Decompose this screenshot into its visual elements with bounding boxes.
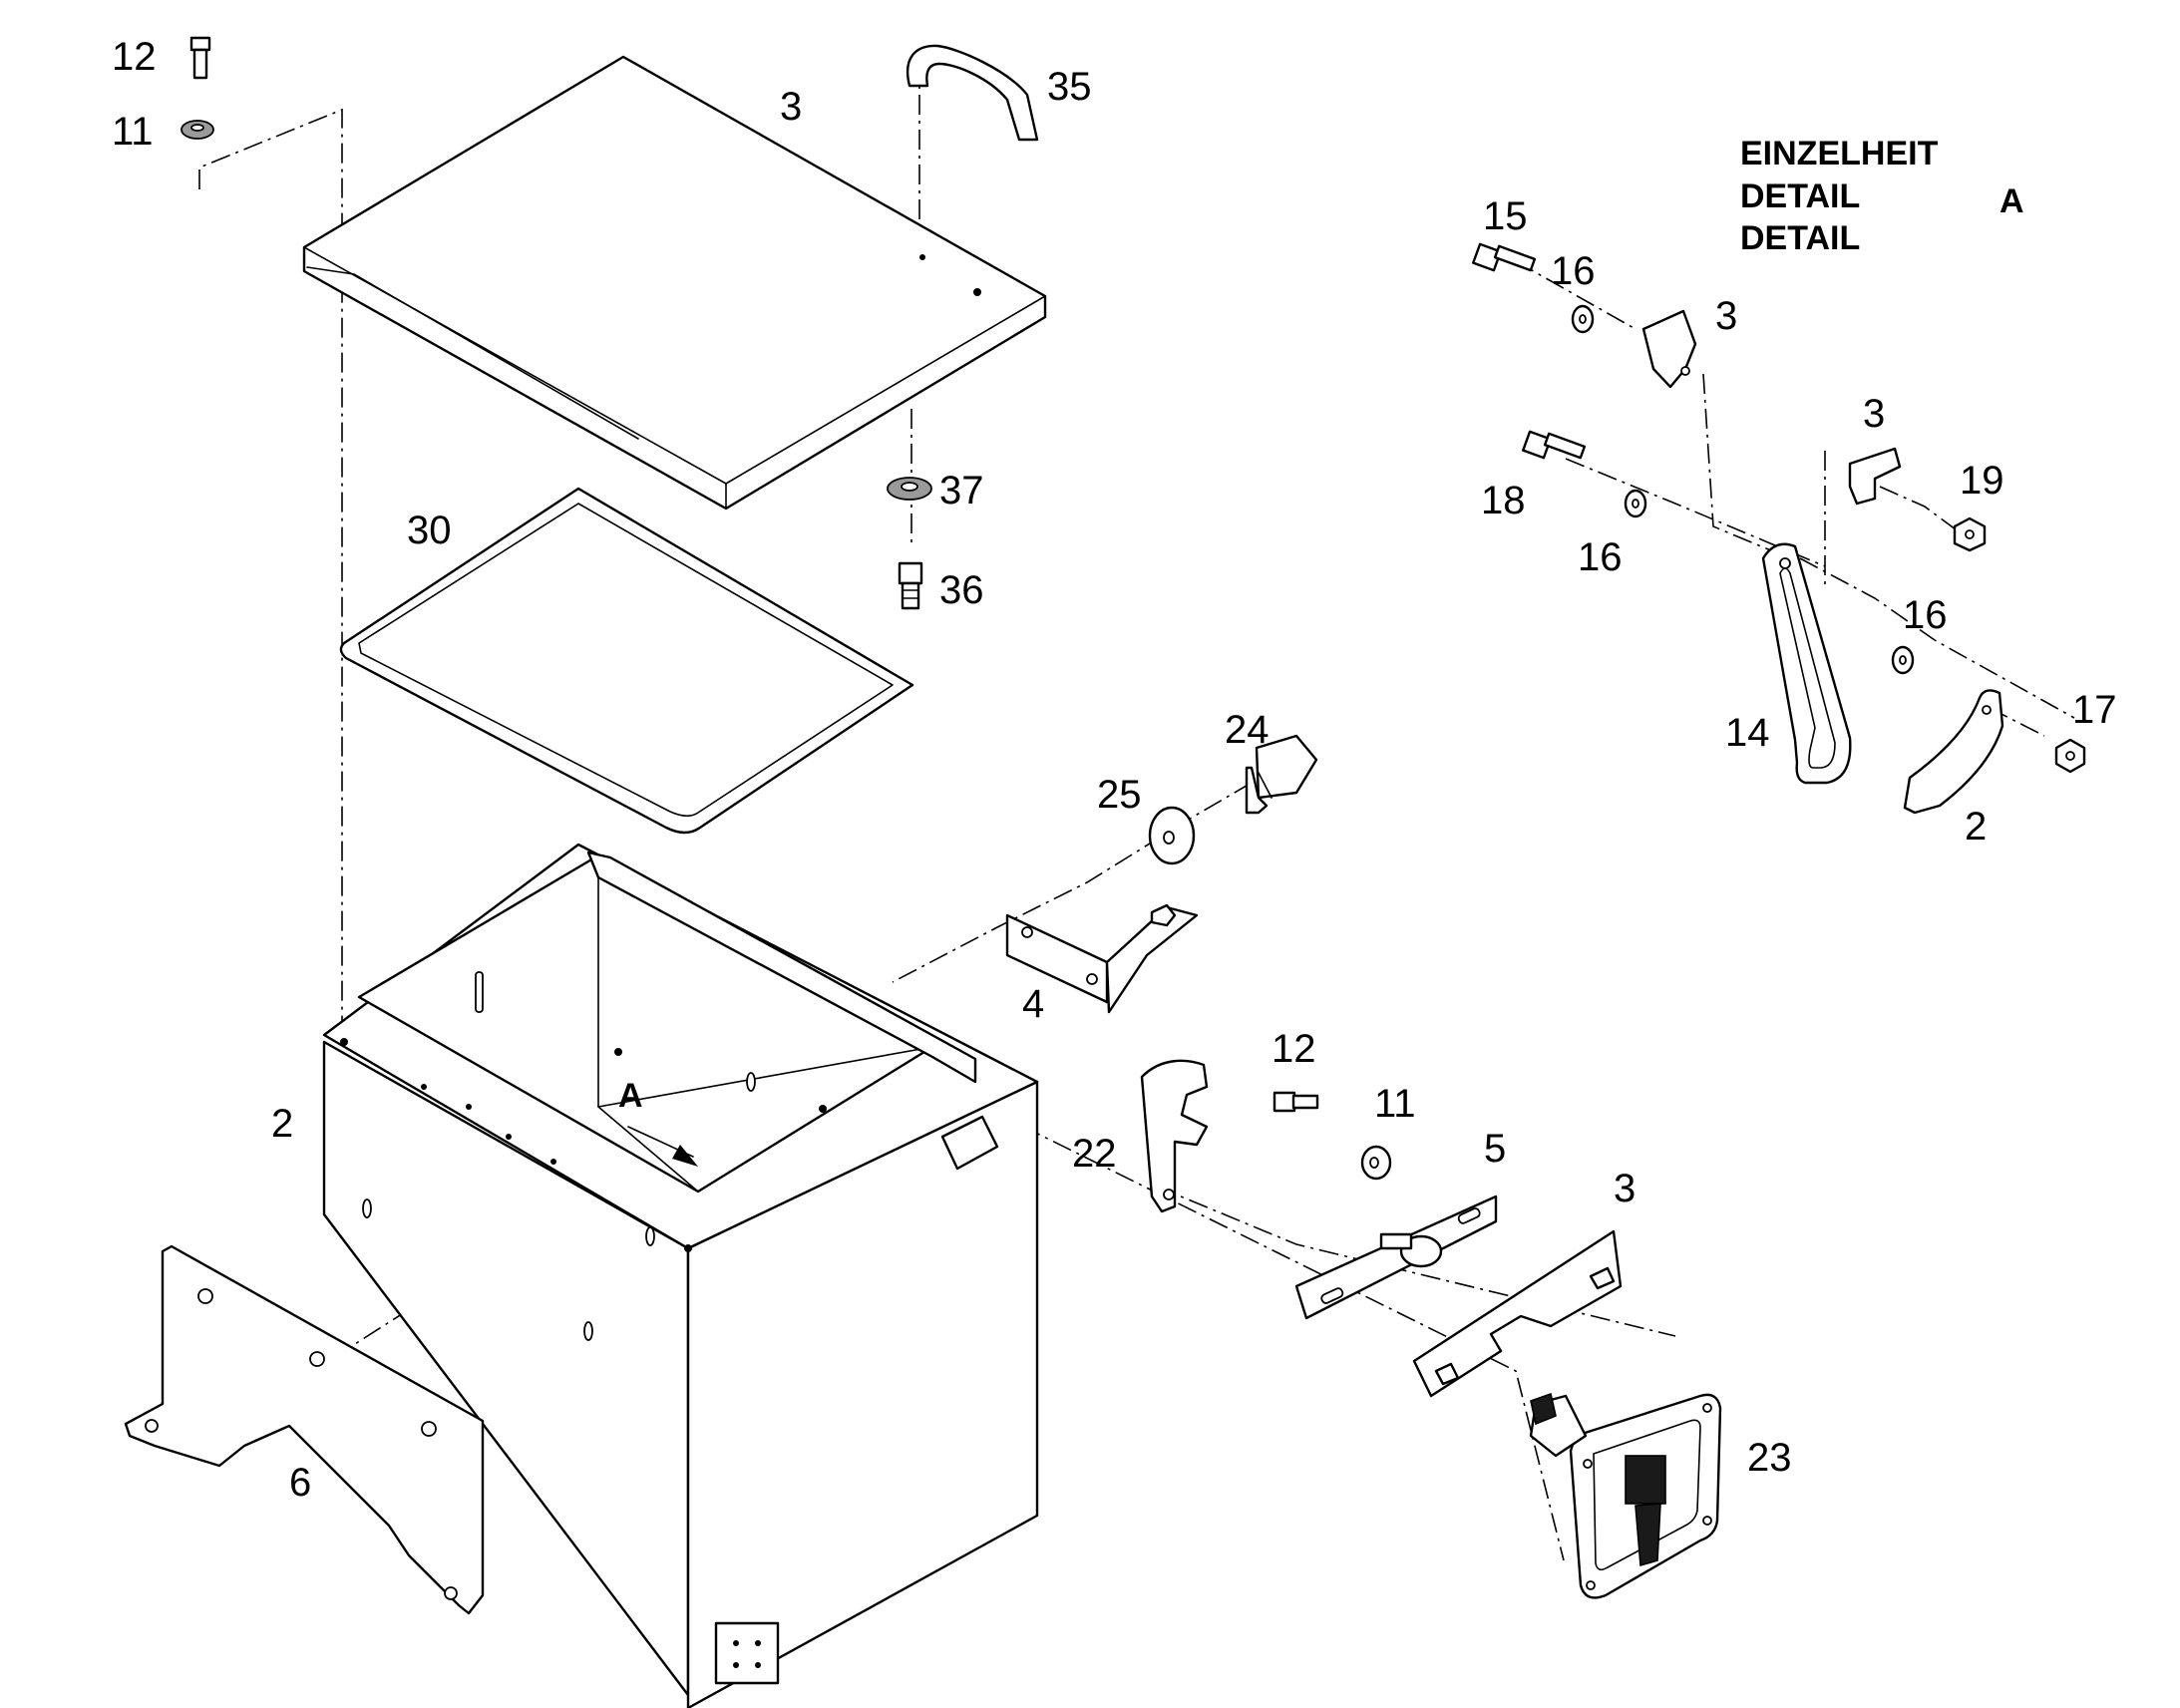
callout-17: 17 xyxy=(2072,688,2117,732)
washer-16-a xyxy=(1571,304,1595,334)
callout-22: 22 xyxy=(1072,1132,1117,1176)
bolt-12-top xyxy=(189,36,211,80)
box-housing xyxy=(322,843,1039,1708)
callouts-detail: 15 16 3 3 19 18 16 16 17 14 2 xyxy=(1481,194,2117,849)
washer-37 xyxy=(887,477,932,501)
nut-19 xyxy=(1953,516,1987,552)
callout-24: 24 xyxy=(1225,708,1270,752)
callout-19: 19 xyxy=(1960,459,2004,503)
slide-bar xyxy=(1294,1195,1498,1320)
callout-3-a: 3 xyxy=(1715,294,1737,338)
callout-25: 25 xyxy=(1097,773,1142,817)
view-marker-a: A xyxy=(618,1077,643,1115)
washer-25 xyxy=(1148,806,1196,865)
cam-plate-2 xyxy=(1903,689,2004,815)
clip-3-a xyxy=(1641,309,1697,389)
washer-16-c xyxy=(1891,645,1915,675)
knob-24 xyxy=(1245,734,1318,815)
bracket-plate xyxy=(124,1244,485,1615)
callouts-main: 12 11 3 35 37 36 30 24 25 4 2 22 12 11 5… xyxy=(112,35,1792,1505)
detail-header-marker: A xyxy=(1999,182,2024,220)
cover-lid xyxy=(302,55,1047,511)
callout-3-plate: 3 xyxy=(1614,1167,1635,1210)
callout-6: 6 xyxy=(289,1461,311,1505)
lever-14 xyxy=(1761,542,1852,785)
latch-hook xyxy=(1140,1059,1209,1213)
mounting-bracket xyxy=(1005,903,1199,1014)
callout-3-b: 3 xyxy=(1863,392,1885,436)
washer-11-mid xyxy=(1360,1145,1392,1181)
detail-header-line3: DETAIL xyxy=(1740,219,1860,257)
detail-header: EINZELHEIT DETAIL DETAIL A xyxy=(1740,135,2024,257)
callout-35: 35 xyxy=(1047,65,1092,109)
callout-15: 15 xyxy=(1483,194,1528,238)
callout-2-box: 2 xyxy=(271,1102,293,1146)
callout-14: 14 xyxy=(1725,711,1770,755)
callout-30: 30 xyxy=(407,509,452,552)
callout-16-b: 16 xyxy=(1578,535,1623,579)
callout-16-c: 16 xyxy=(1903,593,1948,637)
callout-2-detail: 2 xyxy=(1965,805,1987,849)
callout-5: 5 xyxy=(1484,1127,1506,1171)
bolt-12-mid xyxy=(1272,1091,1319,1113)
callout-16-a: 16 xyxy=(1551,249,1596,293)
callout-3-cover: 3 xyxy=(780,85,802,129)
callout-4: 4 xyxy=(1022,982,1044,1026)
lock-plate xyxy=(1412,1229,1623,1398)
detail-header-line1: EINZELHEIT xyxy=(1740,135,1939,172)
washer-11-top xyxy=(181,120,214,140)
handle xyxy=(906,44,1039,142)
callout-18: 18 xyxy=(1481,479,1526,522)
callout-11-top: 11 xyxy=(112,110,154,154)
callout-37: 37 xyxy=(939,469,984,512)
bolt-15 xyxy=(1472,242,1537,272)
callout-12-mid: 12 xyxy=(1272,1027,1316,1071)
washer-16-b xyxy=(1624,489,1647,518)
callout-36: 36 xyxy=(939,568,984,612)
callout-12-top: 12 xyxy=(112,35,157,79)
bolt-36 xyxy=(898,561,923,610)
clip-3-b xyxy=(1848,447,1902,506)
bolt-18 xyxy=(1522,430,1587,460)
callout-11-mid: 11 xyxy=(1374,1082,1416,1126)
t-handle-lock xyxy=(1529,1392,1722,1599)
detail-header-line2: DETAIL xyxy=(1740,177,1860,215)
nut-17 xyxy=(2054,738,2086,774)
gasket-seal xyxy=(339,487,914,835)
callout-23: 23 xyxy=(1747,1436,1792,1480)
